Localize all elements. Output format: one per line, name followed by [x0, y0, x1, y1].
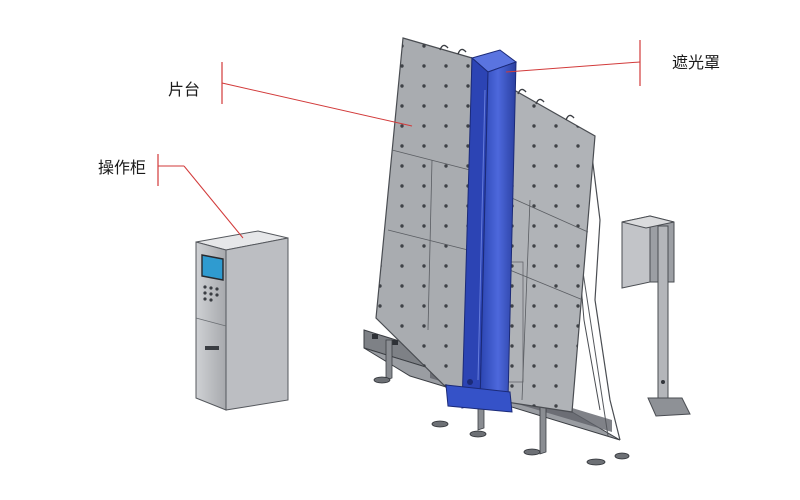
cabinet-side: [225, 237, 289, 411]
leader-shield-line: [505, 61, 641, 73]
cabinet-logo: [205, 346, 219, 350]
light-shield: [445, 49, 518, 413]
label-platform: 片台: [168, 80, 201, 99]
label-light-shield: 遮光罩: [672, 53, 721, 72]
sensor-post: [621, 215, 691, 417]
cabinet-buttons: [203, 285, 219, 302]
operation-cabinet: [195, 230, 289, 411]
callout-platform: [221, 62, 413, 127]
leader-cabinet-line: [183, 165, 244, 239]
cabinet-door-seam: [195, 317, 227, 327]
leader-platform-line: [221, 82, 413, 127]
callout-shield: [505, 40, 641, 86]
cabinet-screen: [201, 254, 224, 281]
label-operation-cabinet: 操作柜: [98, 158, 147, 177]
platform-left-panel: [375, 37, 473, 408]
callout-cabinet: [157, 154, 244, 239]
